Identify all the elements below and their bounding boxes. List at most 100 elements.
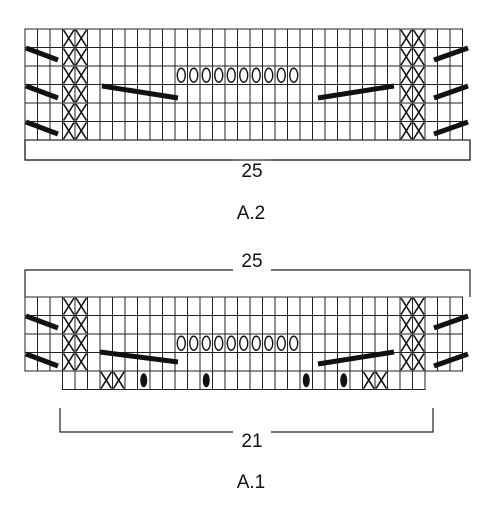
grid-cell xyxy=(124,333,138,353)
grid-cell xyxy=(449,333,463,353)
grid-cell xyxy=(287,121,301,141)
grid-cell xyxy=(49,28,63,48)
grid-cell xyxy=(337,47,351,67)
grid-cell xyxy=(274,121,288,141)
cross-icon xyxy=(412,122,425,140)
grid-cell xyxy=(187,296,201,316)
grid-cell xyxy=(112,28,126,48)
cross-icon xyxy=(412,29,425,47)
grid-cell xyxy=(299,352,313,372)
cross-icon xyxy=(412,85,425,103)
grid-cell xyxy=(237,28,251,48)
grid-cell xyxy=(387,296,401,316)
grid-cell xyxy=(24,65,38,85)
grid-cell xyxy=(124,370,138,390)
grid-cell xyxy=(349,28,363,48)
grid-cell xyxy=(274,296,288,316)
grid-cell xyxy=(112,102,126,122)
grid-cell xyxy=(424,28,438,48)
cross-icon xyxy=(400,297,413,315)
grid-cell xyxy=(224,84,238,104)
grid-cell xyxy=(199,102,213,122)
open-oval-icon xyxy=(264,67,274,83)
grid-cell xyxy=(362,315,376,335)
grid-cell xyxy=(212,47,226,67)
grid-cell xyxy=(87,315,101,335)
slash-icon xyxy=(25,313,59,331)
cross-icon xyxy=(75,122,88,140)
grid-cell xyxy=(249,315,263,335)
cross-icon xyxy=(400,334,413,352)
filled-oval-icon xyxy=(302,373,310,388)
chart-a1-top-stitch-count: 25 xyxy=(241,251,262,272)
grid-cell xyxy=(437,296,451,316)
grid-cell xyxy=(224,370,238,390)
grid-cell xyxy=(162,333,176,353)
grid-cell xyxy=(162,315,176,335)
grid-cell xyxy=(99,28,113,48)
grid-cell xyxy=(337,102,351,122)
grid-cell xyxy=(374,296,388,316)
filled-oval-icon xyxy=(340,373,348,388)
grid-cell xyxy=(224,315,238,335)
grid-cell xyxy=(124,65,138,85)
grid-cell xyxy=(137,47,151,67)
grid-cell xyxy=(437,102,451,122)
open-oval-icon xyxy=(176,335,186,351)
grid-cell xyxy=(137,315,151,335)
grid-cell xyxy=(324,296,338,316)
grid-cell xyxy=(212,315,226,335)
open-oval-icon xyxy=(189,335,199,351)
grid-cell xyxy=(49,296,63,316)
grid-cell xyxy=(362,296,376,316)
grid-cell xyxy=(99,47,113,67)
grid-cell xyxy=(387,47,401,67)
grid-cell xyxy=(249,84,263,104)
open-oval-icon xyxy=(276,67,286,83)
chart-a1-bottom-bracket xyxy=(59,408,434,433)
grid-cell xyxy=(87,65,101,85)
grid-cell xyxy=(374,315,388,335)
cross-icon xyxy=(412,48,425,66)
cross-icon xyxy=(412,103,425,121)
grid-cell xyxy=(24,102,38,122)
grid-cell xyxy=(287,28,301,48)
grid-cell xyxy=(262,296,276,316)
cross-icon xyxy=(400,85,413,103)
slash-icon xyxy=(25,119,59,137)
grid-cell xyxy=(224,102,238,122)
grid-cell xyxy=(337,28,351,48)
open-oval-icon xyxy=(214,335,224,351)
grid-cell xyxy=(187,370,201,390)
chart-a1-bottom-stitch-count: 21 xyxy=(241,431,262,452)
grid-cell xyxy=(162,47,176,67)
grid-cell xyxy=(299,315,313,335)
grid-cell xyxy=(199,47,213,67)
grid-cell xyxy=(374,333,388,353)
cross-icon xyxy=(62,297,75,315)
bracket-box xyxy=(24,139,471,161)
grid-cell xyxy=(374,65,388,85)
grid-cell xyxy=(49,333,63,353)
grid-cell xyxy=(224,28,238,48)
open-oval-icon xyxy=(289,67,299,83)
open-oval-icon xyxy=(176,67,186,83)
cross-icon xyxy=(62,316,75,334)
grid-cell xyxy=(99,296,113,316)
grid-cell xyxy=(387,28,401,48)
grid-cell xyxy=(199,28,213,48)
open-oval-icon xyxy=(189,67,199,83)
cross-icon xyxy=(75,316,88,334)
grid-cell xyxy=(87,102,101,122)
grid-cell xyxy=(424,102,438,122)
grid-cell xyxy=(87,28,101,48)
grid-cell xyxy=(362,121,376,141)
grid-cell xyxy=(137,121,151,141)
open-oval-icon xyxy=(239,335,249,351)
grid-cell xyxy=(124,315,138,335)
grid-cell xyxy=(87,333,101,353)
grid-cell xyxy=(99,315,113,335)
grid-cell xyxy=(124,47,138,67)
grid-cell xyxy=(249,121,263,141)
grid-cell xyxy=(287,352,301,372)
